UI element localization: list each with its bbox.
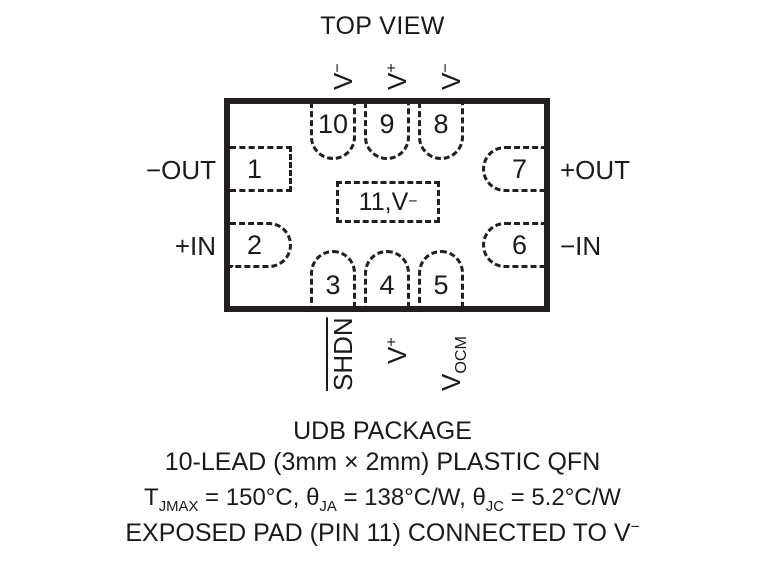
- caption-thermal-data: TJMAX = 150°C, θJA = 138°C/W, θJC = 5.2°…: [0, 484, 765, 515]
- pin-label-2-signal: +IN: [174, 231, 216, 261]
- pin-pad-6-number: 6: [511, 229, 528, 260]
- pin-pad-7-number: 7: [511, 153, 528, 184]
- pin-pad-3[interactable]: 3: [310, 250, 356, 312]
- theta-jc-value: = 5.2°C/W: [503, 484, 621, 511]
- pin-label-8-signal: V−: [436, 63, 466, 90]
- theta-jc-symbol: θ: [472, 484, 486, 511]
- pin-pad-7[interactable]: 7: [482, 146, 544, 192]
- exposed-pad-11[interactable]: 11,V−: [336, 181, 440, 223]
- pin-pad-3-number: 3: [325, 270, 341, 300]
- pin-pad-10-number: 10: [317, 109, 349, 139]
- tjmax-subscript: JMAX: [158, 498, 199, 515]
- pin-pad-4-number: 4: [379, 270, 395, 300]
- pin-10-signal-superscript: −: [328, 63, 347, 73]
- pin-5-signal-subscript: OCM: [452, 336, 471, 374]
- top-view-title: TOP VIEW: [320, 12, 445, 40]
- pin-label-3-signal: SHDN: [328, 317, 358, 391]
- exposed-pad-note-text: EXPOSED PAD (PIN 11) CONNECTED TO V: [125, 519, 631, 547]
- pin-8-signal-superscript: −: [436, 63, 455, 73]
- pin-pad-1[interactable]: 1: [230, 146, 292, 192]
- pin-label-1-signal: −OUT: [145, 155, 216, 185]
- pin-label-9-signal: V+: [382, 63, 412, 90]
- pin-pad-2[interactable]: 2: [230, 222, 292, 268]
- pin-pad-9[interactable]: 9: [364, 98, 410, 160]
- pin-pad-2-number: 2: [246, 229, 263, 260]
- tjmax-value: = 150°C,: [198, 484, 307, 511]
- pin-pad-8-number: 8: [433, 109, 449, 139]
- theta-ja-subscript: JA: [319, 498, 337, 515]
- caption-lead-count-size: 10-LEAD (3mm × 2mm) PLASTIC QFN: [164, 448, 601, 476]
- pin-label-7-signal: +OUT: [560, 155, 631, 185]
- pin-9-signal-superscript: +: [382, 63, 401, 73]
- exposed-pad-label: 11,V: [358, 187, 409, 216]
- pin-pad-10[interactable]: 10: [310, 98, 356, 160]
- pin-pad-4[interactable]: 4: [364, 250, 410, 312]
- theta-ja-symbol: θ: [306, 484, 320, 511]
- theta-ja-value: = 138°C/W,: [336, 484, 473, 511]
- pin-pad-5-number: 5: [433, 270, 449, 300]
- pin-pad-6[interactable]: 6: [482, 222, 544, 268]
- caption-package-name: UDB PACKAGE: [293, 417, 472, 445]
- pin-4-signal-base: V: [382, 346, 412, 364]
- pin-pad-1-number: 1: [246, 153, 263, 184]
- caption-exposed-pad-note: EXPOSED PAD (PIN 11) CONNECTED TO V−: [0, 519, 765, 548]
- tjmax-symbol: T: [144, 484, 159, 511]
- pin-pad-5[interactable]: 5: [418, 250, 464, 312]
- pin-3-signal-base: SHDN: [328, 317, 358, 391]
- pin-5-signal-base: V: [436, 373, 466, 391]
- pin-9-signal-base: V: [382, 72, 412, 90]
- pin-label-4-signal: V+: [382, 337, 412, 364]
- pin-pad-8[interactable]: 8: [418, 98, 464, 160]
- theta-jc-subscript: JC: [485, 498, 504, 515]
- pin-label-5-signal: VOCM: [436, 336, 470, 391]
- pin-8-signal-base: V: [436, 72, 466, 90]
- pin-pad-9-number: 9: [379, 109, 395, 139]
- pin-label-6-signal: −IN: [560, 231, 602, 261]
- pin-4-signal-superscript: +: [382, 337, 401, 347]
- exposed-pad-note-superscript: −: [630, 518, 640, 536]
- pin-10-signal-base: V: [328, 72, 358, 90]
- pin-label-10-signal: V−: [328, 63, 358, 90]
